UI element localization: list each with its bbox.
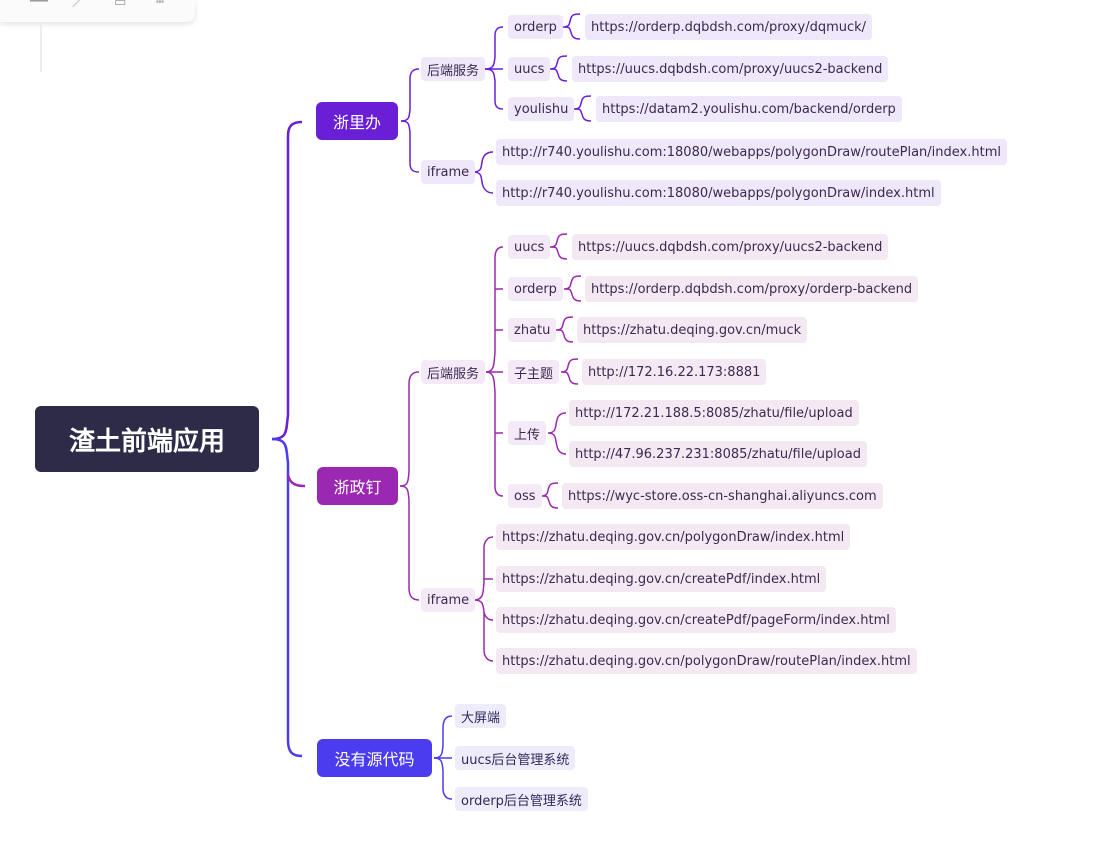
node-zhezhengding[interactable]: 浙政钉	[317, 467, 398, 505]
url-leaf[interactable]: https://zhatu.deqing.gov.cn/createPdf/in…	[496, 566, 827, 592]
node-upload[interactable]: 上传	[508, 421, 547, 445]
node-no-source-code[interactable]: 没有源代码	[317, 739, 432, 777]
url-leaf[interactable]: https://zhatu.deqing.gov.cn/polygonDraw/…	[496, 524, 851, 550]
node-uucs[interactable]: uucs	[508, 57, 551, 81]
url-leaf[interactable]: https://datam2.youlishu.com/backend/orde…	[596, 96, 902, 122]
url-leaf[interactable]: https://zhatu.deqing.gov.cn/muck	[577, 317, 808, 343]
node-zhatu[interactable]: zhatu	[508, 318, 557, 342]
node-orderp-admin[interactable]: orderp后台管理系统	[455, 787, 588, 811]
layout-icon[interactable]: ▀▀	[30, 0, 48, 10]
url-leaf[interactable]: https://zhatu.deqing.gov.cn/polygonDraw/…	[496, 648, 917, 674]
node-orderp[interactable]: orderp	[508, 277, 563, 301]
node-iframe[interactable]: iframe	[421, 160, 476, 184]
url-leaf[interactable]: https://uucs.dqbdsh.com/proxy/uucs2-back…	[572, 234, 889, 260]
node-subtopic[interactable]: 子主题	[508, 360, 560, 384]
node-uucs[interactable]: uucs	[508, 235, 551, 259]
node-oss[interactable]: oss	[508, 484, 542, 508]
node-big-screen[interactable]: 大屏端	[455, 704, 507, 728]
node-orderp[interactable]: orderp	[508, 15, 563, 39]
url-leaf[interactable]: http://172.16.22.173:8881	[582, 359, 767, 385]
node-backend-service[interactable]: 后端服务	[421, 360, 486, 384]
url-leaf[interactable]: http://r740.youlishu.com:18080/webapps/p…	[496, 180, 941, 206]
url-leaf[interactable]: https://zhatu.deqing.gov.cn/createPdf/pa…	[496, 607, 896, 633]
node-backend-service[interactable]: 后端服务	[421, 57, 486, 81]
url-leaf[interactable]: https://uucs.dqbdsh.com/proxy/uucs2-back…	[572, 56, 889, 82]
pencil-icon[interactable]: ／	[72, 0, 86, 10]
node-uucs-admin[interactable]: uucs后台管理系统	[455, 746, 576, 770]
node-zheliban[interactable]: 浙里办	[316, 102, 398, 140]
url-leaf[interactable]: https://orderp.dqbdsh.com/proxy/orderp-b…	[585, 276, 919, 302]
node-iframe[interactable]: iframe	[421, 588, 476, 612]
url-leaf[interactable]: https://orderp.dqbdsh.com/proxy/dqmuck/	[585, 14, 873, 40]
select-frame-icon[interactable]: ┅	[156, 0, 164, 10]
clipboard-icon[interactable]: ▭	[114, 0, 127, 10]
url-leaf[interactable]: http://47.96.237.231:8085/zhatu/file/upl…	[569, 441, 867, 467]
url-leaf[interactable]: http://r740.youlishu.com:18080/webapps/p…	[496, 139, 1007, 165]
divider-line	[40, 24, 42, 72]
floating-toolbar: ▀▀ ／ ▭ ┅	[0, 0, 195, 22]
url-leaf[interactable]: http://172.21.188.5:8085/zhatu/file/uplo…	[569, 400, 859, 426]
url-leaf[interactable]: https://wyc-store.oss-cn-shanghai.aliyun…	[562, 483, 883, 509]
root-node[interactable]: 渣土前端应用	[35, 406, 259, 472]
node-youlishu[interactable]: youlishu	[508, 97, 575, 121]
